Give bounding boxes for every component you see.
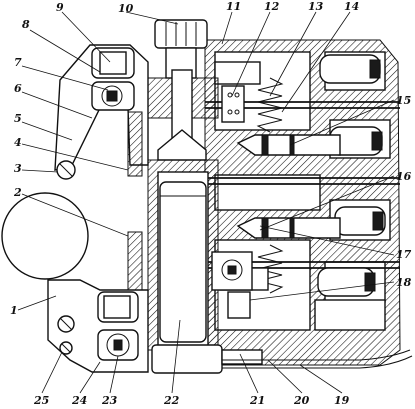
callout-22: 22 [163, 394, 180, 407]
callout-13: 13 [308, 0, 324, 13]
callout-17: 17 [396, 248, 412, 261]
callout-14: 14 [344, 0, 359, 13]
leader-lines [17, 11, 395, 394]
callout-4: 4 [14, 136, 22, 149]
callout-10: 10 [118, 2, 134, 15]
callout-20: 20 [293, 394, 310, 407]
callout-2: 2 [13, 186, 22, 199]
callout-12: 12 [264, 0, 280, 13]
callout-9: 9 [56, 1, 64, 14]
callout-25: 25 [33, 394, 49, 407]
feed-tube [222, 349, 413, 369]
callout-3: 3 [14, 162, 22, 175]
callout-24: 24 [71, 394, 87, 407]
cap-screw-heads [317, 54, 386, 297]
callout-6: 6 [14, 82, 22, 95]
callout-23: 23 [101, 394, 118, 407]
callout-21: 21 [249, 394, 265, 407]
check-valve-top [214, 61, 261, 123]
left-clamp [1, 44, 149, 373]
callout-1: 1 [10, 304, 18, 317]
callout-8: 8 [22, 18, 30, 31]
pin-boss [211, 251, 253, 291]
needle-valves [236, 134, 341, 239]
callout-labels: 9 8 7 6 5 4 3 2 1 10 11 12 13 14 15 16 1… [10, 0, 412, 407]
callout-19: 19 [334, 394, 350, 407]
callout-18: 18 [396, 276, 412, 289]
callout-7: 7 [14, 56, 22, 69]
central-plunger [147, 19, 263, 374]
callout-11: 11 [226, 0, 241, 13]
callout-5: 5 [14, 112, 22, 125]
callout-16: 16 [396, 170, 412, 183]
callout-15: 15 [396, 94, 411, 107]
